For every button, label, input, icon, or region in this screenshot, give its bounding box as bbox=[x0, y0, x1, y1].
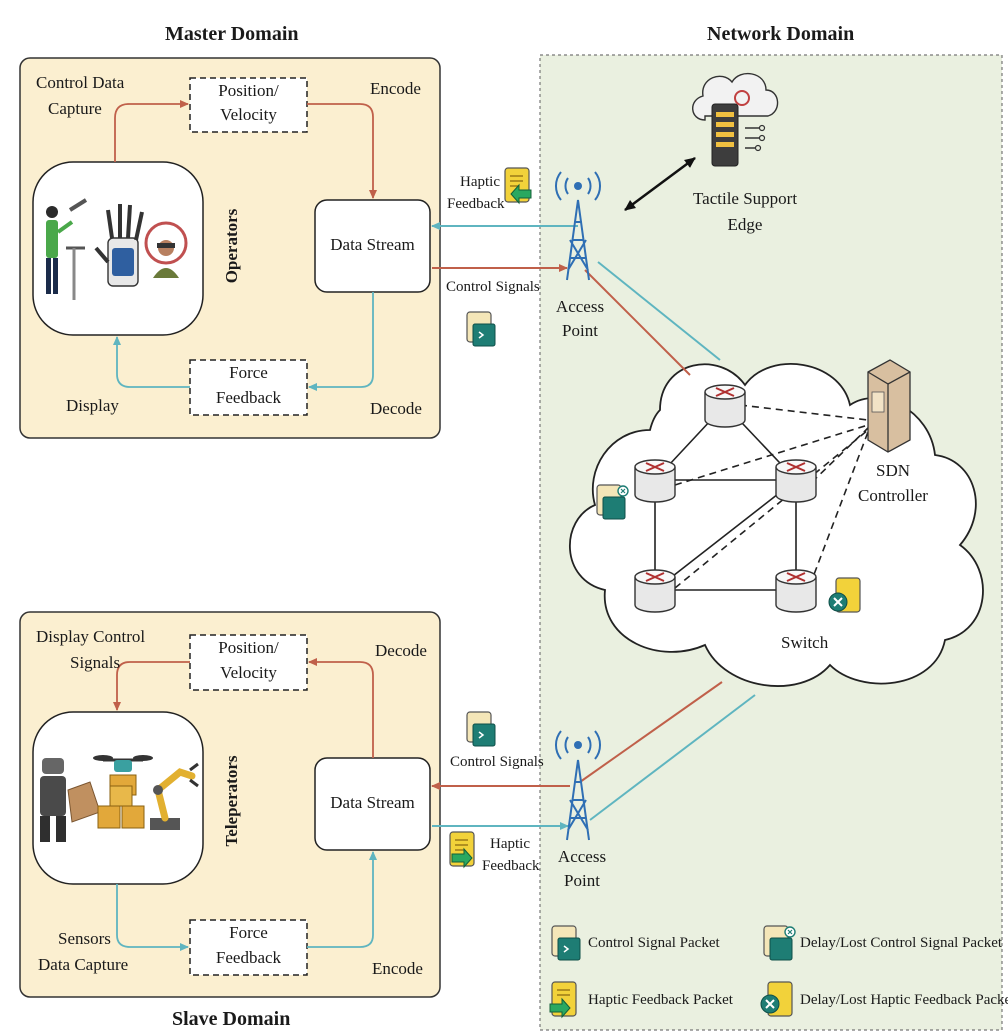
master-display-label: Display bbox=[66, 396, 119, 415]
ap-top-label-line1: Access bbox=[555, 297, 605, 316]
slave-force-label-line1: Force bbox=[229, 923, 268, 942]
tactile-edge-label-line1: Tactile Support bbox=[692, 189, 798, 208]
arrow-capture-to-position bbox=[114, 100, 189, 162]
master-data-stream-label: Data Stream bbox=[330, 235, 415, 254]
arrow-force-to-datastream bbox=[307, 851, 377, 948]
arrow-force-to-display bbox=[113, 336, 190, 388]
access-point-tower-icon bbox=[554, 730, 602, 841]
slave-position-label-line2: Velocity bbox=[220, 663, 277, 682]
slave-data-stream-label: Data Stream bbox=[330, 793, 415, 812]
control-signals-bottom-label: Control Signals bbox=[450, 754, 544, 770]
slave-encode-label: Encode bbox=[372, 959, 423, 978]
robot-arm-icon bbox=[150, 762, 199, 830]
slave-domain-title: Slave Domain bbox=[172, 1008, 291, 1030]
display-control-label-line2: Signals bbox=[70, 653, 121, 672]
haptic-packet-icon bbox=[449, 831, 475, 869]
link-ap-top-cloud-teal bbox=[597, 261, 721, 361]
control-signals-top-label: Control Signals bbox=[446, 279, 540, 295]
link-ap-top-cloud-red bbox=[584, 269, 691, 376]
slave-position-label-line1: Position/ bbox=[218, 638, 279, 657]
master-position-velocity-box bbox=[189, 77, 308, 133]
haptic-bottom-label-line2: Feedback bbox=[482, 858, 540, 874]
control-packet-icon bbox=[466, 311, 496, 347]
master-position-label-line1: Position/ bbox=[218, 81, 279, 100]
legend-delay-control-packet-label: Delay/Lost Control Signal Packet bbox=[800, 935, 1003, 951]
robotic-glove-icon bbox=[94, 204, 144, 287]
arrow-position-to-teleoperators bbox=[113, 661, 190, 711]
legend-delay-control-packet-icon bbox=[763, 925, 796, 961]
slave-force-label-line2: Feedback bbox=[215, 948, 282, 967]
sensors-label-line1: Sensors bbox=[58, 929, 111, 948]
master-decode-label: Decode bbox=[370, 399, 422, 418]
legend-haptic-packet-label: Haptic Feedback Packet bbox=[588, 992, 733, 1008]
master-force-label-line2: Feedback bbox=[215, 388, 282, 407]
master-domain-title: Master Domain bbox=[165, 23, 299, 45]
master-force-label-line1: Force bbox=[229, 363, 268, 382]
legend-control-packet-label: Control Signal Packet bbox=[588, 935, 720, 951]
ap-bottom-label-line2: Point bbox=[564, 871, 600, 890]
router-icon bbox=[634, 569, 676, 613]
haptic-packet-icon bbox=[504, 167, 532, 205]
slave-position-velocity-box bbox=[189, 634, 308, 691]
router-icon bbox=[775, 459, 817, 503]
master-force-feedback-box bbox=[189, 359, 308, 416]
legend-haptic-packet-icon bbox=[549, 981, 577, 1019]
delay-haptic-packet-icon bbox=[828, 577, 861, 613]
humanoid-robot-icon bbox=[40, 758, 101, 842]
haptic-top-label-line2: Feedback bbox=[447, 196, 505, 212]
master-position-label-line2: Velocity bbox=[220, 105, 277, 124]
delay-control-packet-icon bbox=[596, 484, 629, 520]
vr-user-icon bbox=[144, 221, 188, 278]
tactile-edge-label-line2: Edge bbox=[727, 215, 763, 234]
slave-domain-panel bbox=[19, 611, 441, 998]
operator-person-icon bbox=[46, 198, 88, 300]
switch-label: Switch bbox=[781, 633, 829, 652]
arrow-datastream-to-position bbox=[308, 658, 374, 758]
legend-control-packet-icon bbox=[551, 925, 581, 961]
slave-decode-label: Decode bbox=[375, 641, 427, 660]
arrow-sensors-to-force bbox=[116, 884, 189, 951]
tactile-edge-cloud-icon bbox=[692, 72, 779, 167]
control-capture-label-line2: Capture bbox=[48, 99, 102, 118]
legend-delay-haptic-packet-icon bbox=[760, 981, 793, 1017]
control-capture-label-line1: Control Data bbox=[36, 73, 125, 92]
haptic-top-label-line1: Haptic bbox=[460, 174, 500, 190]
switch-router-icon bbox=[775, 569, 817, 613]
sensors-label-line2: Data Capture bbox=[38, 955, 129, 974]
slave-force-feedback-box bbox=[189, 919, 308, 976]
boxes-icon bbox=[97, 785, 145, 829]
control-packet-icon bbox=[466, 711, 496, 747]
sdn-label-line1: SDN bbox=[875, 461, 910, 480]
legend-delay-haptic-packet-label: Delay/Lost Haptic Feedback Packet bbox=[800, 992, 1008, 1008]
sdn-controller-server-icon bbox=[867, 359, 911, 453]
master-encode-label: Encode bbox=[370, 79, 421, 98]
teleoperators-label: Teleperators bbox=[222, 755, 241, 847]
ap-bottom-label-line1: Access bbox=[557, 847, 607, 866]
router-icon bbox=[704, 384, 746, 428]
sdn-label-line2: Controller bbox=[858, 486, 928, 505]
operators-label: Operators bbox=[222, 208, 241, 284]
master-domain-panel bbox=[19, 57, 441, 439]
arrow-datastream-to-force bbox=[308, 292, 374, 391]
display-control-label-line1: Display Control bbox=[36, 627, 146, 646]
link-ap-bottom-cloud-teal bbox=[589, 694, 756, 821]
haptic-bottom-label-line1: Haptic bbox=[490, 836, 530, 852]
ap-top-label-line2: Point bbox=[562, 321, 598, 340]
ap-edge-double-arrow bbox=[624, 156, 696, 212]
router-icon bbox=[634, 459, 676, 503]
network-domain-title: Network Domain bbox=[707, 23, 855, 45]
arrow-position-to-datastream bbox=[307, 103, 377, 199]
access-point-tower-icon bbox=[554, 171, 602, 281]
link-ap-bottom-cloud-red bbox=[579, 681, 723, 783]
sdn-dashed-links bbox=[674, 404, 869, 589]
